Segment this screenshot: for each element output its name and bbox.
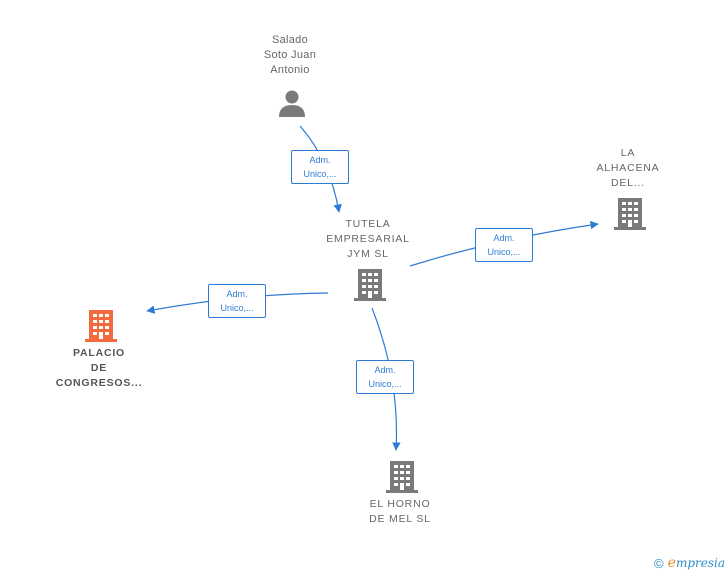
node-label-line: DE MEL SL: [369, 513, 431, 525]
edge-label-person-tutela[interactable]: Adm. Unico,...: [291, 150, 349, 184]
edge-label-line: Adm.: [493, 233, 515, 243]
building-icon[interactable]: [354, 267, 386, 301]
node-label-line: PALACIO: [72, 347, 126, 359]
node-label-line: EL HORNO: [369, 498, 431, 510]
edge-label-line: Unico,...: [487, 247, 521, 257]
copyright-icon: ©: [654, 555, 664, 571]
palacio-node-label: PALACIO DE CONGRESOS...: [39, 346, 159, 391]
edge-label-line: Adm.: [226, 289, 248, 299]
brand-name: mpresia: [675, 556, 725, 570]
edge-label-line: Unico,...: [368, 379, 402, 389]
node-label-line: TUTELA: [345, 218, 391, 230]
brand-initial: e: [667, 555, 676, 571]
node-label-line: Antonio: [270, 64, 310, 76]
node-label-line: Salado: [271, 34, 309, 46]
node-label-line: CONGRESOS...: [55, 377, 143, 389]
node-label-line: EMPRESARIAL: [326, 233, 410, 245]
person-icon[interactable]: [277, 88, 307, 118]
node-label-line: ALHACENA: [596, 162, 660, 174]
node-label-line: LA: [620, 147, 636, 159]
edge-label-line: Unico,...: [220, 303, 254, 313]
node-label-line: Soto Juan: [263, 49, 317, 61]
brand-watermark: © empresia: [654, 555, 725, 571]
building-icon[interactable]: [614, 196, 646, 230]
edge-label-tutela-alhacena[interactable]: Adm. Unico,...: [475, 228, 533, 262]
horno-node-label: EL HORNO DE MEL SL: [340, 497, 460, 527]
edge-label-line: Adm.: [309, 155, 331, 165]
node-label-line: DE: [90, 362, 108, 374]
person-node-label: Salado Soto Juan Antonio: [240, 33, 340, 78]
building-icon[interactable]: [85, 308, 117, 342]
node-label-line: DEL...: [611, 177, 645, 189]
edge-label-line: Adm.: [374, 365, 396, 375]
edge-label-line: Unico,...: [303, 169, 337, 179]
edge-label-tutela-palacio[interactable]: Adm. Unico,...: [208, 284, 266, 318]
building-icon[interactable]: [386, 459, 418, 493]
brand-logo: empresia: [668, 555, 725, 571]
node-label-line: JYM SL: [347, 248, 389, 260]
edge-label-tutela-horno[interactable]: Adm. Unico,...: [356, 360, 414, 394]
tutela-node-label: TUTELA EMPRESARIAL JYM SL: [308, 217, 428, 262]
alhacena-node-label: LA ALHACENA DEL...: [578, 146, 678, 191]
